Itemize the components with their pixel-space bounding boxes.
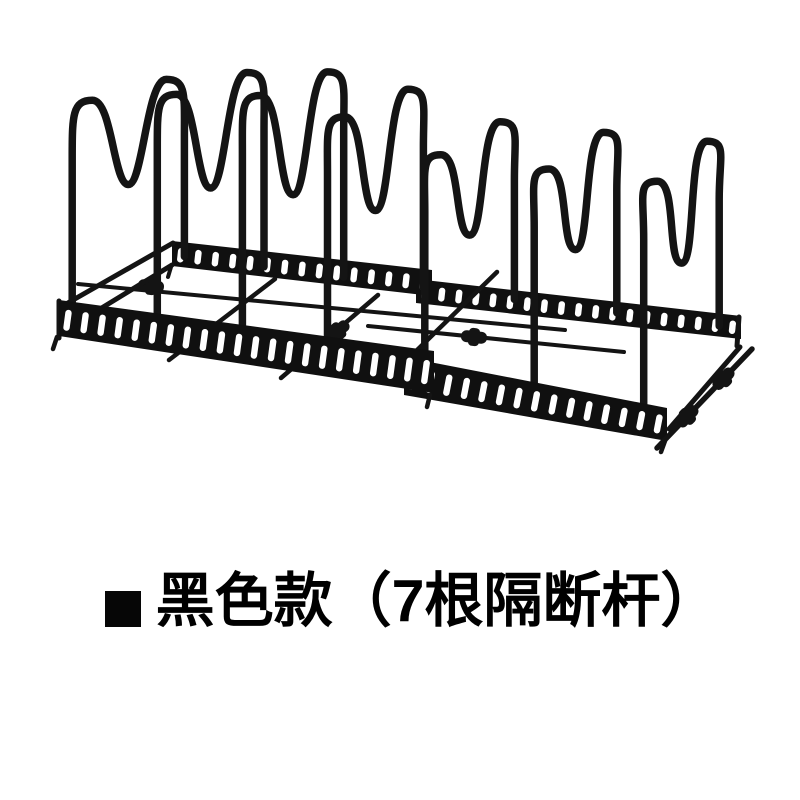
bullet-square-icon	[104, 591, 141, 627]
divider-wire-4	[323, 85, 428, 364]
clamp-knob	[326, 320, 350, 342]
clamp-knob	[460, 327, 488, 347]
caption-text: 黑色款（7根隔断杆）	[155, 568, 720, 635]
divider-wires	[68, 68, 725, 420]
divider-wire-5	[420, 118, 519, 381]
clamp-knob	[712, 367, 735, 390]
caption: 黑色款（7根隔断杆）	[12, 552, 800, 652]
front-rails	[59, 300, 668, 455]
divider-wire-6	[529, 128, 622, 401]
right-end-extension	[654, 314, 755, 451]
divider-wire-2	[153, 68, 268, 334]
divider-wire-7	[639, 137, 725, 420]
clamp-knob	[676, 405, 699, 428]
divider-wire-1	[68, 75, 189, 319]
front-slide-rod	[366, 324, 626, 354]
divider-wire-3	[238, 68, 348, 349]
